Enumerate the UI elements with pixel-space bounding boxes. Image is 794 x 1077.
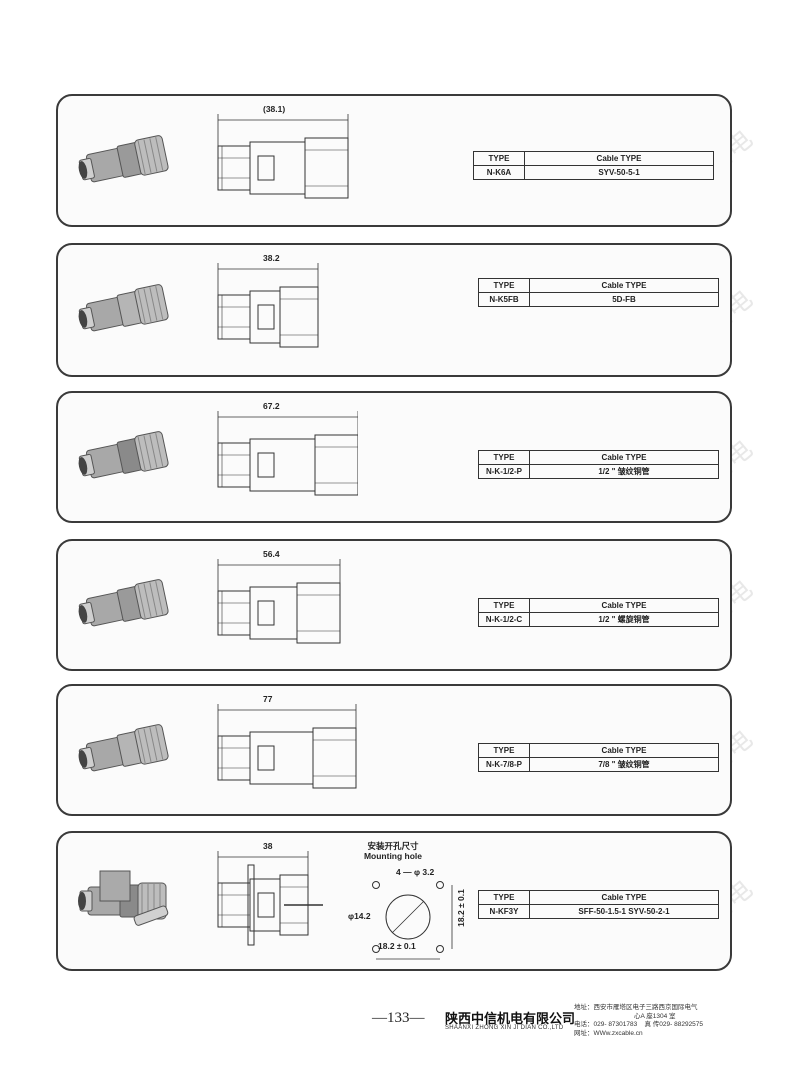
type-value: N-K6A (473, 165, 525, 180)
type-label: TYPE (473, 151, 525, 166)
connector-photo (70, 121, 180, 201)
technical-drawing (208, 403, 359, 513)
technical-drawing (208, 551, 358, 661)
mounting-title-cn: 安装开孔尺寸 (367, 841, 419, 851)
technical-drawing (208, 106, 358, 216)
connector-photo (70, 270, 180, 350)
fax: 真 传029- 88292575 (644, 1021, 704, 1028)
type-label: TYPE (478, 890, 530, 905)
address-line-2: 心A 座1304 室 (634, 1012, 676, 1020)
type-value: N-K-1/2-C (478, 612, 530, 627)
connector-photo (70, 710, 180, 790)
mounting-title-en: Mounting hole (363, 851, 423, 861)
cable-type-label: Cable TYPE (529, 890, 719, 905)
type-value: N-K5FB (478, 292, 530, 307)
length-dimension: 56.4 (263, 549, 280, 559)
type-value: N-K-1/2-P (478, 464, 530, 479)
type-value: N-K-7/8-P (478, 757, 530, 772)
mounting-hole-drawing (358, 873, 458, 968)
mounting-v-spacing-label: 18.2 ± 0.1 (455, 889, 466, 927)
company-name-cn: 陕西中信机电有限公司 (445, 1011, 576, 1026)
company-name-en: SHAANXI ZHONG XIN JI DIAN CO.,LTD (445, 1025, 564, 1031)
length-dimension: 38.2 (263, 253, 280, 263)
page-footer: —133— 陕西中信机电有限公司 SHAANXI ZHONG XIN JI DI… (0, 1004, 794, 1044)
cable-type-label: Cable TYPE (529, 450, 719, 465)
technical-drawing (208, 843, 358, 953)
length-dimension: 38 (263, 841, 273, 851)
contact-info: 地址：西安市雁塔区电子三路西京国际电气 心A 座1304 室 电话：029- 8… (574, 1004, 703, 1038)
cable-type-value: 1/2 " 螺旋铜管 (529, 612, 719, 627)
cable-type-value: 7/8 " 皱纹铜管 (529, 757, 719, 772)
mounting-diameter-label: φ14.2 (348, 911, 371, 921)
phone: 电话：029- 87301783 (574, 1021, 638, 1028)
cable-type-label: Cable TYPE (529, 598, 719, 613)
type-value: N-KF3Y (478, 904, 530, 919)
phone-fax-line: 电话：029- 87301783 真 传029- 88292575 (574, 1021, 703, 1030)
technical-drawing (208, 696, 358, 806)
type-label: TYPE (478, 450, 530, 465)
length-dimension: 77 (263, 694, 273, 704)
type-label: TYPE (478, 598, 530, 613)
type-label: TYPE (478, 278, 530, 293)
cable-type-value: 5D-FB (529, 292, 719, 307)
mounting-holes-label: 4 — φ 3.2 (396, 867, 435, 877)
address-line: 地址：西安市雁塔区电子三路西京国际电气 (574, 1004, 698, 1011)
cable-type-label: Cable TYPE (529, 278, 719, 293)
technical-drawing (208, 255, 358, 365)
cable-type-value: 1/2 " 皱纹铜管 (529, 464, 719, 479)
length-dimension: 67.2 (263, 401, 280, 411)
cable-type-value: SFF-50-1.5-1 SYV-50-2-1 (529, 904, 719, 919)
cable-type-label: Cable TYPE (524, 151, 714, 166)
page-number: —133— (372, 1010, 425, 1026)
mounting-h-spacing-label: 18.2 ± 0.1 (378, 941, 416, 951)
connector-photo (70, 565, 180, 645)
website: 网址：WWw.zxcable.cn (574, 1029, 643, 1037)
length-dimension: (38.1) (263, 104, 286, 114)
cable-type-label: Cable TYPE (529, 743, 719, 758)
type-label: TYPE (478, 743, 530, 758)
connector-photo (70, 417, 180, 497)
cable-type-value: SYV-50-5-1 (524, 165, 714, 180)
connector-photo (70, 861, 180, 941)
